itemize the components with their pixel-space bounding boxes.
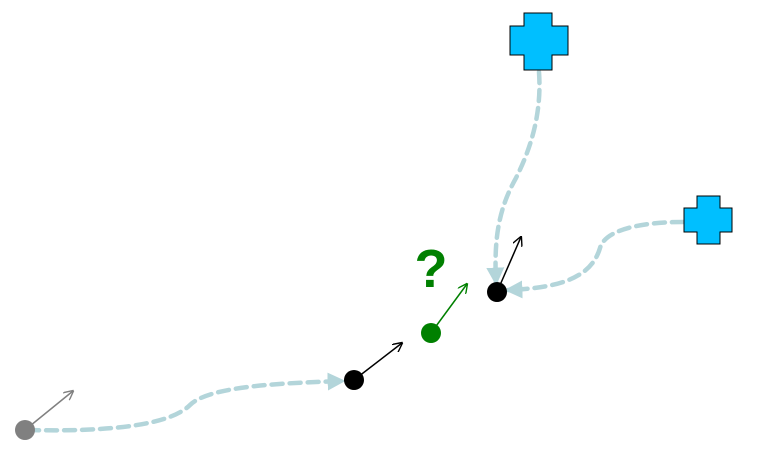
velocity-arrow-green xyxy=(430,284,467,334)
question-mark: ? xyxy=(415,239,448,299)
velocity-arrow-middle xyxy=(353,343,402,381)
agent-point-green xyxy=(421,323,441,343)
trail-left xyxy=(25,372,346,433)
trail-right xyxy=(504,219,686,299)
agent-point-right xyxy=(487,282,507,302)
agent-point-gray xyxy=(15,420,35,440)
agent-point-middle xyxy=(344,370,364,390)
velocity-arrow-gray xyxy=(24,391,73,431)
goal-top-icon xyxy=(509,12,569,71)
trail-top xyxy=(486,69,542,286)
velocity-arrow-right xyxy=(496,237,521,293)
goal-right-icon xyxy=(683,195,733,245)
